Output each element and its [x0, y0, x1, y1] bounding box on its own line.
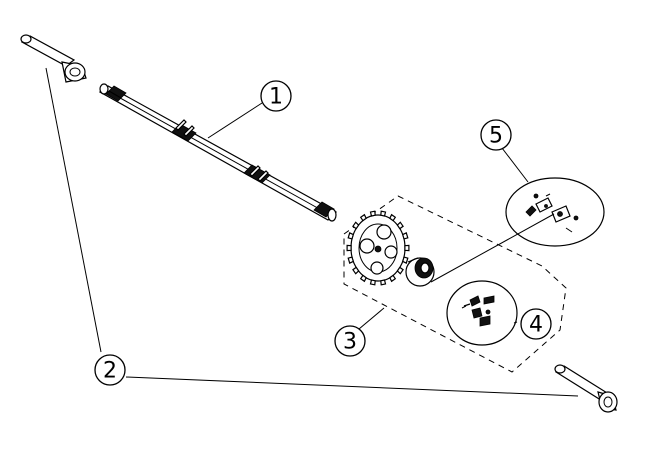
gear-tooth — [346, 244, 352, 252]
callout-2-label: 2 — [103, 359, 117, 384]
callout-3-label: 3 — [343, 330, 357, 355]
gear-tooth — [347, 232, 355, 240]
gear-tooth — [396, 266, 404, 275]
gear-tooth — [389, 274, 397, 283]
callout-4: 4 — [520, 308, 552, 340]
leader-lines — [45, 67, 579, 397]
callout-4-label: 4 — [529, 313, 543, 338]
thread-segment-4 — [313, 201, 337, 222]
thread-segment-1 — [105, 85, 127, 102]
callout-1: 1 — [260, 80, 292, 112]
gear-teeth — [346, 210, 410, 286]
gear-tooth — [401, 232, 409, 240]
gear-tooth — [369, 279, 376, 286]
gear-tooth — [380, 210, 387, 217]
gear-tooth — [396, 221, 404, 230]
thread-segment-3 — [243, 164, 271, 184]
gear-tooth — [352, 221, 360, 230]
gear-tooth — [369, 210, 376, 217]
gear-tooth — [359, 274, 367, 283]
thread-segment-2 — [171, 119, 197, 142]
gear-assembly-region — [343, 195, 567, 373]
gear-tooth — [347, 256, 355, 264]
detail-bubble-5 — [505, 177, 605, 247]
callout-3: 3 — [334, 325, 366, 357]
gear-tooth — [404, 244, 410, 252]
gear-tooth — [352, 266, 360, 275]
sprocket-gear — [346, 210, 410, 286]
gear-tooth — [401, 256, 409, 264]
gear-tooth — [389, 213, 397, 222]
left-shaft-stub — [20, 34, 87, 83]
coupling-nut — [405, 257, 435, 287]
gear-tooth — [380, 279, 387, 286]
callout-5-label: 5 — [489, 124, 503, 149]
threaded-shaft — [98, 83, 337, 222]
gear-tooth — [359, 213, 367, 222]
right-shaft-stub — [554, 364, 618, 413]
callout-5: 5 — [480, 119, 512, 151]
callout-1-label: 1 — [269, 85, 283, 110]
detail-bubble-4 — [446, 280, 518, 346]
callout-2: 2 — [94, 354, 126, 386]
